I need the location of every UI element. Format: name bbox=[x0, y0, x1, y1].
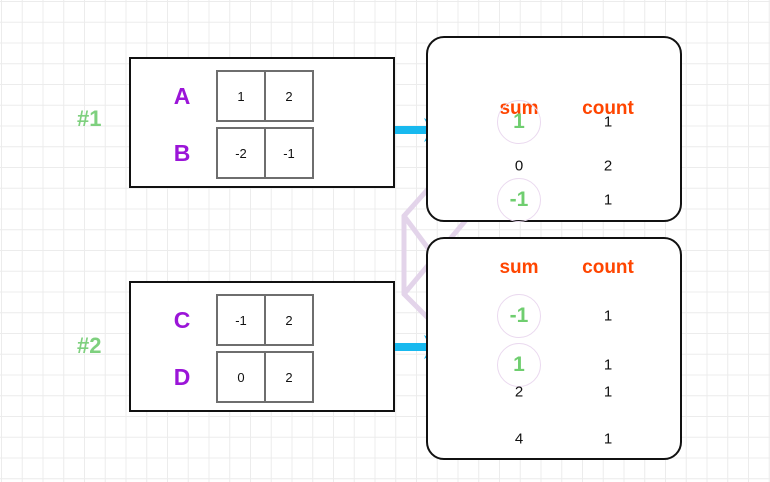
cell-c-1: 2 bbox=[264, 294, 314, 346]
cell-d-1: 2 bbox=[264, 351, 314, 403]
cell-b-1: -1 bbox=[264, 127, 314, 179]
output-sum-2-3: 4 bbox=[514, 430, 524, 448]
column-header-count-1: count bbox=[582, 98, 634, 119]
input-row-b: B -2 -1 bbox=[131, 127, 393, 179]
row-cells-c: -1 2 bbox=[216, 294, 314, 346]
input-row-a: A 1 2 bbox=[131, 70, 393, 122]
input-box-group-1: A 1 2 B -2 -1 bbox=[129, 57, 395, 188]
output-count-2-2: 1 bbox=[603, 383, 613, 401]
output-count-1-1: 2 bbox=[603, 157, 613, 175]
output-sum-2-2: 2 bbox=[514, 383, 524, 401]
output-sum-1-2: -1 bbox=[509, 188, 529, 211]
group-label-2: #2 bbox=[77, 333, 102, 358]
highlight-circle-icon bbox=[497, 100, 541, 144]
output-count-2-0: 1 bbox=[603, 307, 613, 325]
output-sum-1-1: 0 bbox=[514, 157, 524, 175]
input-row-c: C -1 2 bbox=[131, 294, 393, 346]
highlight-circle-icon bbox=[497, 294, 541, 338]
output-sum-1-0: 1 bbox=[513, 110, 525, 133]
input-box-group-2: C -1 2 D 0 2 bbox=[129, 281, 395, 412]
output-count-2-1: 1 bbox=[603, 356, 613, 374]
row-key-a: A bbox=[173, 83, 191, 109]
output-panel-1: sum count 1 1 0 2 -1 1 bbox=[426, 36, 682, 222]
column-header-count-2: count bbox=[582, 257, 634, 278]
cell-a-1: 2 bbox=[264, 70, 314, 122]
output-panel-2: sum count -1 1 1 1 2 1 4 1 bbox=[426, 237, 682, 460]
cell-b-0: -2 bbox=[216, 127, 266, 179]
cell-a-0: 1 bbox=[216, 70, 266, 122]
output-count-1-2: 1 bbox=[603, 191, 613, 209]
column-header-sum-2: sum bbox=[499, 257, 539, 278]
row-key-b: B bbox=[173, 140, 191, 166]
cell-c-0: -1 bbox=[216, 294, 266, 346]
output-count-1-0: 1 bbox=[603, 113, 613, 131]
output-sum-2-0: -1 bbox=[509, 304, 529, 327]
row-cells-a: 1 2 bbox=[216, 70, 314, 122]
row-cells-b: -2 -1 bbox=[216, 127, 314, 179]
row-cells-d: 0 2 bbox=[216, 351, 314, 403]
output-sum-2-1: 1 bbox=[513, 353, 525, 376]
output-count-2-3: 1 bbox=[603, 430, 613, 448]
cell-d-0: 0 bbox=[216, 351, 266, 403]
highlight-circle-icon bbox=[497, 178, 541, 222]
group-label-1: #1 bbox=[77, 106, 102, 131]
row-key-c: C bbox=[173, 307, 191, 333]
highlight-circle-icon bbox=[497, 343, 541, 387]
input-row-d: D 0 2 bbox=[131, 351, 393, 403]
row-key-d: D bbox=[173, 364, 191, 390]
